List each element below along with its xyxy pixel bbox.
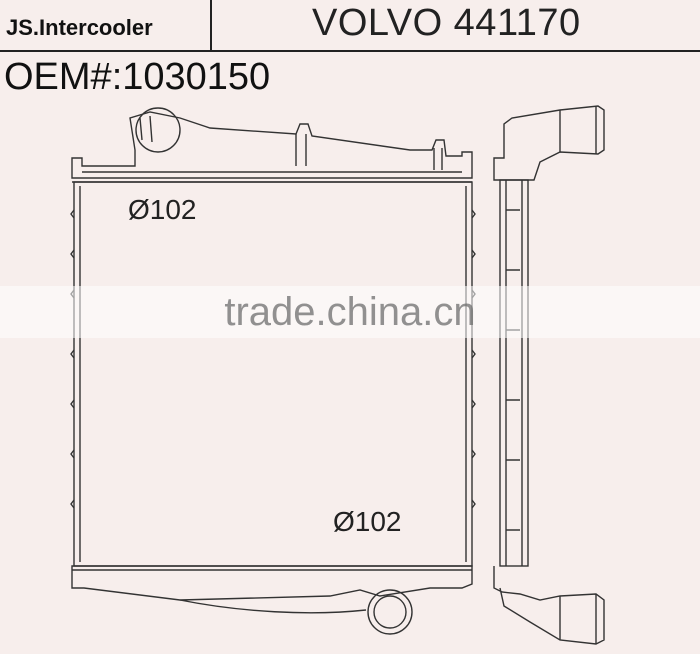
top-tank: [71, 107, 473, 183]
top-port-diameter: Ø102: [128, 194, 197, 225]
brand-label: JS.Intercooler: [0, 0, 212, 50]
side-view: [493, 105, 605, 645]
bottom-port-circle: [367, 589, 413, 635]
header-bar: JS.Intercooler VOLVO 441170: [0, 0, 700, 52]
top-port-circle: [135, 107, 181, 153]
core: [70, 181, 476, 567]
model-title: VOLVO 441170: [312, 2, 581, 44]
watermark-banner: trade.china.cn: [0, 286, 700, 338]
bottom-port-diameter: Ø102: [333, 506, 402, 537]
oem-number: OEM#:1030150: [4, 56, 271, 98]
bottom-tank: [71, 565, 473, 635]
